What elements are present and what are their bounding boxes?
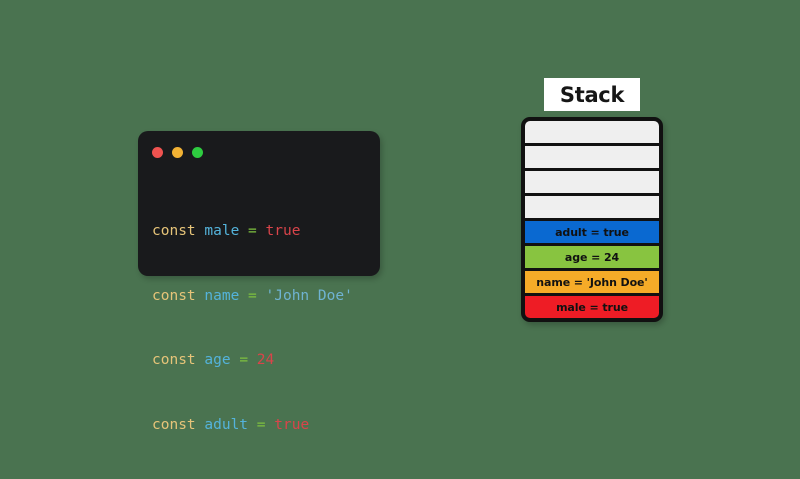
code-keyword: const [152, 416, 205, 433]
code-operator: = [239, 223, 266, 239]
code-operator: = [239, 287, 266, 304]
code-operator: = [248, 416, 275, 433]
stack-cell-name: name = 'John Doe' [525, 271, 659, 293]
stack-cell-empty [525, 146, 659, 168]
stack-diagram: Stack adult = true age = 24 name = 'John… [521, 78, 663, 322]
close-icon[interactable] [152, 147, 163, 158]
stack-cell-male: male = true [525, 296, 659, 318]
stack-cell-empty [525, 171, 659, 193]
code-value: 24 [256, 352, 275, 368]
stack-cell-label: adult = true [555, 225, 629, 239]
stack-cell-age: age = 24 [525, 246, 659, 268]
code-variable: adult [204, 416, 249, 433]
code-variable: male [204, 223, 240, 239]
code-line: const adult = true [152, 415, 370, 437]
code-value: true [265, 223, 301, 239]
stack-cell-empty [525, 121, 659, 143]
code-operator: = [230, 352, 257, 368]
stack-cell-adult: adult = true [525, 221, 659, 243]
stack-cell-label: name = 'John Doe' [536, 275, 648, 289]
stack-cell-label: age = 24 [564, 250, 620, 264]
code-keyword: const [152, 223, 205, 239]
code-window: const male = true const name = 'John Doe… [138, 131, 380, 433]
window-titlebar [152, 147, 203, 158]
code-variable: age [204, 352, 231, 368]
minimize-icon[interactable] [172, 147, 183, 158]
stack-title: Stack [559, 82, 625, 107]
code-keyword: const [152, 352, 205, 368]
stack-cell-label: male = true [556, 300, 628, 314]
code-value: true [274, 416, 310, 433]
code-line: const male = true [152, 221, 370, 243]
code-line: const age = 24 [152, 350, 370, 372]
code-value: 'John Doe' [265, 287, 353, 304]
stack-container: adult = true age = 24 name = 'John Doe' … [521, 117, 663, 322]
code-keyword: const [152, 287, 205, 304]
code-editor[interactable]: const male = true const name = 'John Doe… [152, 178, 370, 479]
maximize-icon[interactable] [192, 147, 203, 158]
stack-title-box: Stack [544, 78, 640, 111]
code-variable: name [204, 287, 240, 304]
code-line: const name = 'John Doe' [152, 286, 370, 308]
stack-cell-empty [525, 196, 659, 218]
